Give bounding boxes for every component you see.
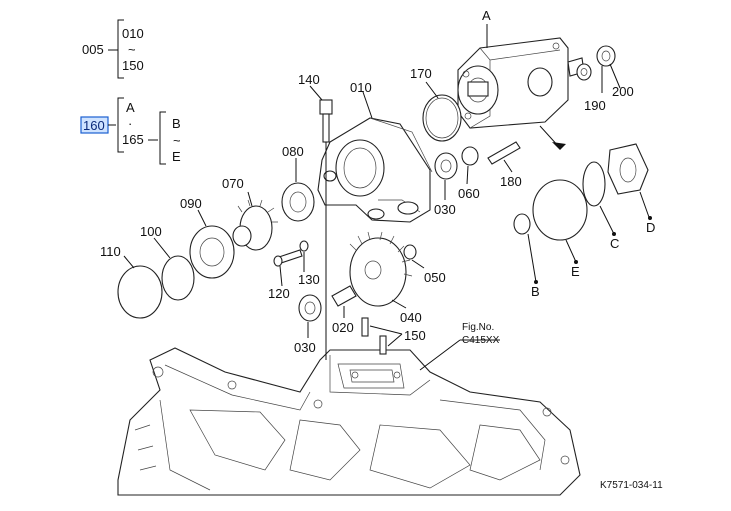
gear-housing-010-drawing [317,117,433,223]
snap-ring-060-drawing [461,146,479,166]
callout-180[interactable]: 180 [500,174,522,189]
legend-sub-from-B[interactable]: B [172,116,181,131]
callout-D[interactable]: D [646,220,655,235]
figure-number[interactable]: C415XX [462,335,500,346]
callout-060[interactable]: 060 [458,186,480,201]
legend-sub-tilde: ~ [173,133,181,148]
legend-to-150[interactable]: 150 [122,58,144,73]
bolt-140-drawing [319,99,333,143]
callout-B[interactable]: B [531,284,540,299]
cap-110-drawing [117,265,163,319]
bearing-090-drawing [189,225,235,279]
callout-150[interactable]: 150 [404,328,426,343]
figure-label: Fig.No. [462,322,494,333]
washer-130-drawing [299,240,309,252]
callout-190[interactable]: 190 [584,98,606,113]
cover-D-drawing [607,143,649,195]
legend-from-010[interactable]: 010 [122,26,144,41]
legend-ref-005[interactable]: 005 [82,42,104,57]
callout-110[interactable]: 110 [100,244,121,259]
callout-030-upper[interactable]: 030 [434,202,456,217]
bearing-080-drawing [281,182,315,222]
callout-A[interactable]: A [482,8,491,23]
stud-180-drawing [487,141,521,165]
callout-140[interactable]: 140 [298,72,320,87]
callout-050[interactable]: 050 [424,270,446,285]
gear-040-drawing [349,231,413,307]
callout-100[interactable]: 100 [140,224,162,239]
pump-A-drawing [457,37,585,129]
legend-group-005: 005 010 ~ 150 [82,19,144,79]
callout-200[interactable]: 200 [612,84,634,99]
snap-ring-050-drawing [403,244,417,260]
figure-reference: Fig.No. C415XX K7571-034-11 [462,322,663,491]
callout-070[interactable]: 070 [222,176,244,191]
gear-070-drawing [232,199,278,251]
o-ring-170-drawing [422,94,462,142]
callout-020[interactable]: 020 [332,320,354,335]
callout-030-lower[interactable]: 030 [294,340,316,355]
nut-200-drawing [596,45,616,67]
legend-tilde: ~ [128,42,136,57]
callout-130[interactable]: 130 [298,272,320,287]
snap-ring-100-drawing [161,255,195,301]
legend-ref-160[interactable]: 160 [83,118,105,133]
callout-090[interactable]: 090 [180,196,202,211]
bolt-120-drawing [273,249,303,267]
leader-lines [123,24,652,371]
pins-150-drawing [361,317,387,355]
washer-B-drawing [513,213,531,235]
callout-170[interactable]: 170 [410,66,432,81]
callout-labels: A 200 190 170 180 060 030 010 140 080 07… [100,8,655,355]
transmission-case-drawing [117,347,581,496]
callout-C[interactable]: C [610,236,619,251]
callout-010[interactable]: 010 [350,80,372,95]
legend-dot: · [128,116,132,131]
legend-from-A[interactable]: A [126,100,135,115]
legend-group-160: 160 A · 165 B ~ E [80,97,181,165]
callout-E[interactable]: E [571,264,580,279]
legend-sub-to-E[interactable]: E [172,149,181,164]
bearing-030-lower-drawing [298,294,322,322]
o-ring-E-drawing [532,179,588,241]
gasket-C-drawing [582,161,606,207]
shaft-020-drawing [331,285,357,307]
figure-code: K7571-034-11 [600,480,663,491]
legend-to-165[interactable]: 165 [122,132,144,147]
washer-190-drawing [576,63,592,81]
bearing-030-upper-drawing [434,152,458,180]
callout-080[interactable]: 080 [282,144,304,159]
callout-040[interactable]: 040 [400,310,422,325]
callout-120[interactable]: 120 [268,286,290,301]
